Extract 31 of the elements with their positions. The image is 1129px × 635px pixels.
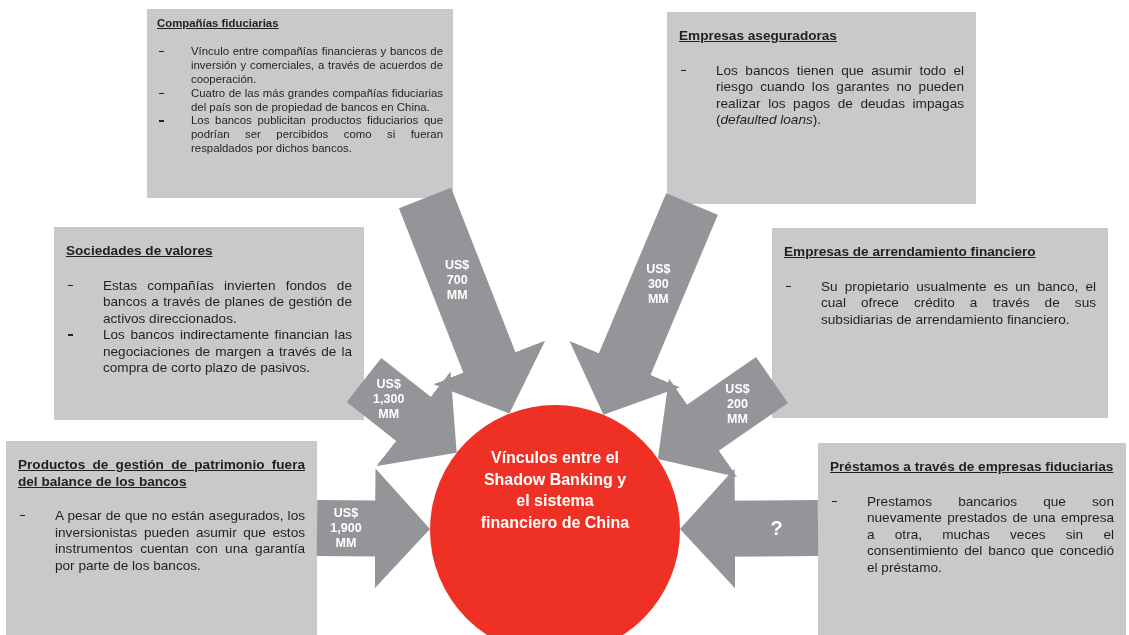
info-box	[54, 227, 364, 420]
info-box	[667, 12, 976, 204]
edge-label: US$ 700 MM	[444, 257, 471, 303]
bullet-text: Los bancos indirectamente financian las negociaciones de margen a través de la compra de corto plazo de pasivos.	[103, 327, 352, 378]
box-heading: Compañías fiduciarias	[157, 17, 280, 31]
bullet-text: Su propietario usualmente es un banco, el cual ofrece crédito a través de sus subsidiarias de arrendamiento financiero.	[821, 278, 1096, 329]
box-heading: Sociedades de valores	[66, 243, 214, 260]
block-arrow	[657, 356, 788, 477]
edge-label: US$ 300 MM	[645, 261, 672, 307]
box-heading: Empresas de arrendamiento financiero	[784, 244, 1037, 261]
box-heading: Empresas aseguradoras	[679, 28, 838, 45]
bullet-text: Cuatro de las más grandes compañías fiduciarias del país son de propiedad de bancos en China.	[191, 86, 443, 115]
edge-label: US$ 1,300 MM	[372, 376, 406, 422]
bullet-text: Vínculo entre compañías financieras y bancos de inversión y comerciales, a través de acuerdos de cooperación.	[191, 44, 443, 87]
block-arrow	[680, 468, 819, 589]
info-box	[6, 441, 317, 635]
bullet-text: A pesar de que no están asegurados, los inversionistas pueden asumir que estos instrumentos cuentan con una garantía por parte de los bancos.	[55, 508, 305, 575]
bullet-text: Los bancos publicitan productos fiduciarios que podrían ser percibidos como si fueran respaldados por dichos bancos.	[191, 114, 443, 157]
box-heading: Productos de gestión de patrimonio fuera del balance de los bancos	[18, 457, 305, 491]
info-box	[147, 9, 453, 198]
bullet-text: Estas compañías invierten fondos de bancos a través de planes de gestión de activos direccionados.	[103, 277, 352, 328]
topic-text: Vínculos entre el Shadow Banking y el sistema financiero de China	[480, 448, 630, 533]
edge-label: ?	[769, 516, 784, 541]
edge-label: US$ 1,900 MM	[329, 505, 363, 551]
bullet-text: Prestamos bancarios que son nuevamente prestados de una empresa a otra, muchas veces sin el consentimiento del banco que concedió el préstamo.	[867, 493, 1114, 577]
box-heading: Préstamos a través de empresas fiduciarias	[830, 459, 1114, 476]
bullet-text: Los bancos tienen que asumir todo el riesgo cuando los garantes no pueden realizar los pagos de deudas impagas (defaulted loans).	[716, 62, 964, 129]
edge-label: US$ 200 MM	[724, 381, 751, 427]
info-box	[818, 443, 1126, 635]
info-box	[772, 228, 1108, 418]
block-arrow	[316, 468, 430, 589]
